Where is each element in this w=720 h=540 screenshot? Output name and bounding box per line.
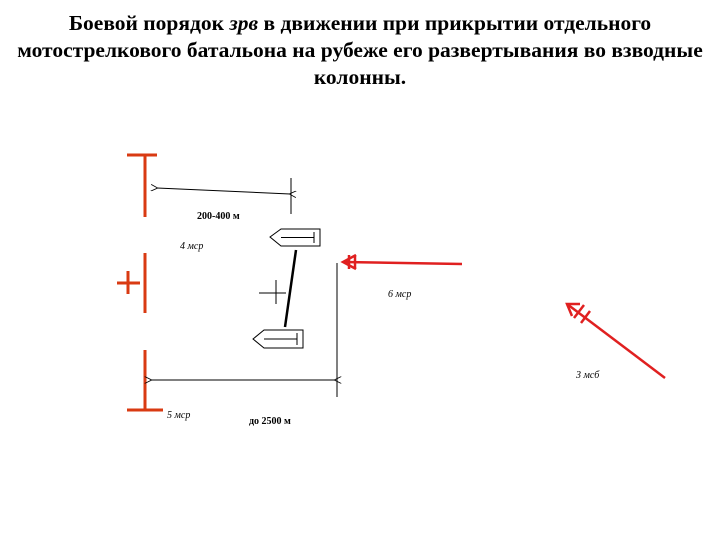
distance-short-arrow bbox=[157, 178, 291, 214]
platoon-5-label: 5 мср bbox=[167, 410, 190, 421]
distance-long-label: до 2500 м bbox=[249, 416, 291, 427]
attack-arrow-icon bbox=[565, 302, 666, 379]
distance-short-label: 200-400 м bbox=[197, 211, 240, 222]
position-bracket-icon bbox=[127, 153, 157, 217]
title-part-italic: зрв bbox=[229, 11, 259, 35]
attack-arrow-icon bbox=[340, 253, 463, 271]
platoon-4-label: 4 мср bbox=[180, 241, 203, 252]
platoon-6-label: 6 мср bbox=[388, 289, 411, 300]
vehicle-icon bbox=[269, 228, 321, 247]
vehicle-link-line bbox=[259, 249, 298, 328]
vehicle-icon bbox=[252, 329, 304, 349]
slide-title: Боевой порядок зрв в движении при прикры… bbox=[10, 10, 710, 91]
platoon-cross-icon bbox=[117, 253, 147, 313]
title-part-2: в движении при прикрытии отдельного мото… bbox=[17, 11, 703, 89]
battalion-3-label: 3 мсб bbox=[575, 370, 600, 381]
title-part-1: Боевой порядок bbox=[68, 11, 230, 35]
